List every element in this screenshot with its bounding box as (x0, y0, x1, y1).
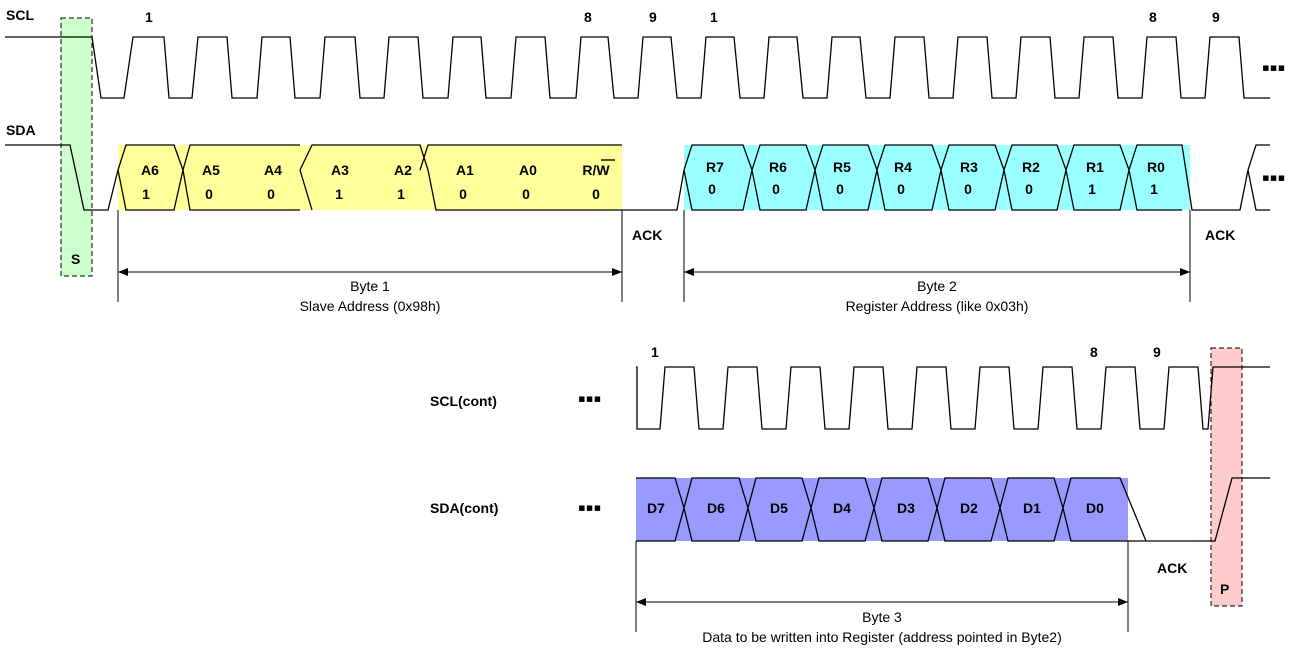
bit-name: A4 (264, 162, 282, 178)
bit-name: R7 (706, 159, 724, 175)
bit-name: D6 (707, 500, 725, 516)
bit-value: 1 (142, 186, 150, 202)
byte2-caption-desc: Register Address (like 0x03h) (846, 298, 1029, 314)
byte2-caption: Byte 2 (917, 278, 957, 294)
scl-waveform (5, 36, 1270, 99)
bit-name: R/W (582, 162, 610, 178)
bit-value: 0 (897, 181, 905, 197)
bit-name: R5 (833, 159, 851, 175)
sda-cont-waveform (636, 477, 1270, 542)
byte1-caption-desc: Slave Address (0x98h) (300, 298, 441, 314)
bit-value: 1 (397, 186, 405, 202)
byte3-bits: D7 D6 D5 D4 D3 D2 D1 D0 (647, 500, 1104, 516)
scl-cont-label: SCL(cont) (430, 393, 497, 409)
clock-number: 1 (145, 9, 153, 25)
clock-number: 1 (651, 344, 659, 360)
clock-number: 8 (1090, 344, 1098, 360)
bit-value: 1 (335, 186, 343, 202)
continuation-dots: ▪▪▪ (1262, 165, 1285, 190)
byte3-region (636, 478, 1128, 541)
sda-idle-start (5, 144, 119, 211)
bit-name: D7 (647, 500, 665, 516)
bit-name: D4 (833, 500, 851, 516)
byte3-caption-desc: Data to be written into Register (addres… (702, 629, 1062, 645)
byte1-bottom-left (117, 144, 622, 211)
ack-label: ACK (632, 227, 662, 243)
bit-name: D3 (897, 500, 915, 516)
bit-name: A5 (202, 162, 220, 178)
bit-value: 0 (772, 181, 780, 197)
byte1-caption: Byte 1 (350, 278, 390, 294)
bit-name: A6 (141, 162, 159, 178)
byte1-region (118, 145, 622, 210)
stop-label: P (1220, 581, 1229, 597)
continuation-dots: ▪▪▪ (1262, 55, 1285, 80)
byte1-bits: A6 1 A5 0 A4 0 A3 1 A2 1 A1 0 A0 0 R/W 0 (141, 159, 615, 202)
bit-value: 0 (836, 181, 844, 197)
bit-value: 0 (205, 186, 213, 202)
bit-value: 1 (1088, 181, 1096, 197)
bit-name: A3 (331, 162, 349, 178)
scl-label: SCL (6, 7, 34, 23)
clock-number: 8 (1149, 9, 1157, 25)
byte2-cells (683, 144, 1270, 211)
sda-label: SDA (6, 122, 36, 138)
stop-condition-region (1210, 347, 1243, 607)
start-label: S (71, 251, 80, 267)
byte2-region (684, 145, 1190, 210)
bit-name: A0 (519, 162, 537, 178)
bit-value: 1 (1150, 181, 1158, 197)
scl-cont-waveform (636, 366, 1270, 430)
byte2-bits: R7 0 R6 0 R5 0 R4 0 R3 0 R2 0 R1 1 R0 1 (706, 159, 1165, 197)
clock-number: 9 (1153, 344, 1161, 360)
bit-name: R6 (769, 159, 787, 175)
bit-value: 0 (267, 186, 275, 202)
continuation-dots: ▪▪▪ (578, 495, 601, 520)
start-condition-region (60, 17, 93, 277)
bit-name: R0 (1147, 159, 1165, 175)
bit-name: D0 (1086, 500, 1104, 516)
bit-value: 0 (1025, 181, 1033, 197)
bit-value: 0 (964, 181, 972, 197)
bit-name: R3 (960, 159, 978, 175)
bit-value: 0 (459, 186, 467, 202)
byte3-caption: Byte 3 (862, 609, 902, 625)
continuation-dots: ▪▪▪ (578, 386, 601, 411)
bit-name: D5 (770, 500, 788, 516)
clock-number: 1 (710, 9, 718, 25)
bit-name: R2 (1022, 159, 1040, 175)
bit-value: 0 (592, 186, 600, 202)
bit-name: R4 (894, 159, 912, 175)
ack-label: ACK (1157, 560, 1187, 576)
sda-cont-label: SDA(cont) (430, 500, 498, 516)
bit-name: D1 (1023, 500, 1041, 516)
ack-label: ACK (1205, 227, 1235, 243)
bit-name: A2 (394, 162, 412, 178)
bit-value: 0 (522, 186, 530, 202)
clock-number: 9 (1212, 9, 1220, 25)
clock-number: 9 (649, 9, 657, 25)
bit-name: D2 (960, 500, 978, 516)
bit-name: R1 (1086, 159, 1104, 175)
clock-number: 8 (584, 9, 592, 25)
bit-value: 0 (708, 181, 716, 197)
bit-name: A1 (456, 162, 474, 178)
